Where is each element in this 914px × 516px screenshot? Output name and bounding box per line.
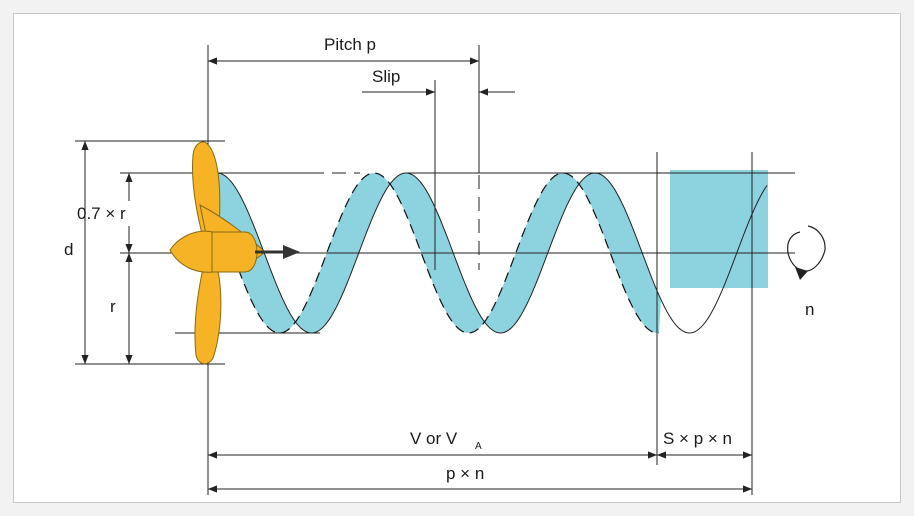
diameter-label: d [64, 240, 73, 259]
propeller-blade-bottom [194, 246, 222, 365]
velocity-subscript: A [475, 441, 482, 452]
radius-label: r [110, 297, 116, 316]
rotation-arrow-icon [787, 225, 826, 280]
radius-fraction-label: 0.7 × r [77, 204, 126, 223]
slip-distance-label: S × p × n [663, 429, 732, 448]
propeller [169, 141, 266, 365]
thrust-arrow-icon [255, 245, 300, 259]
velocity-label: V or V [410, 429, 458, 448]
propeller-shaft-boss [211, 231, 258, 273]
pitch-label: Pitch p [324, 35, 376, 54]
helix-cutoff-section [670, 170, 768, 288]
propeller-hub [169, 230, 214, 273]
pitch-times-rev-label: p × n [446, 464, 484, 483]
dimension-arrows [81, 57, 752, 493]
rotation-label: n [805, 300, 814, 319]
slip-label: Slip [372, 67, 400, 86]
